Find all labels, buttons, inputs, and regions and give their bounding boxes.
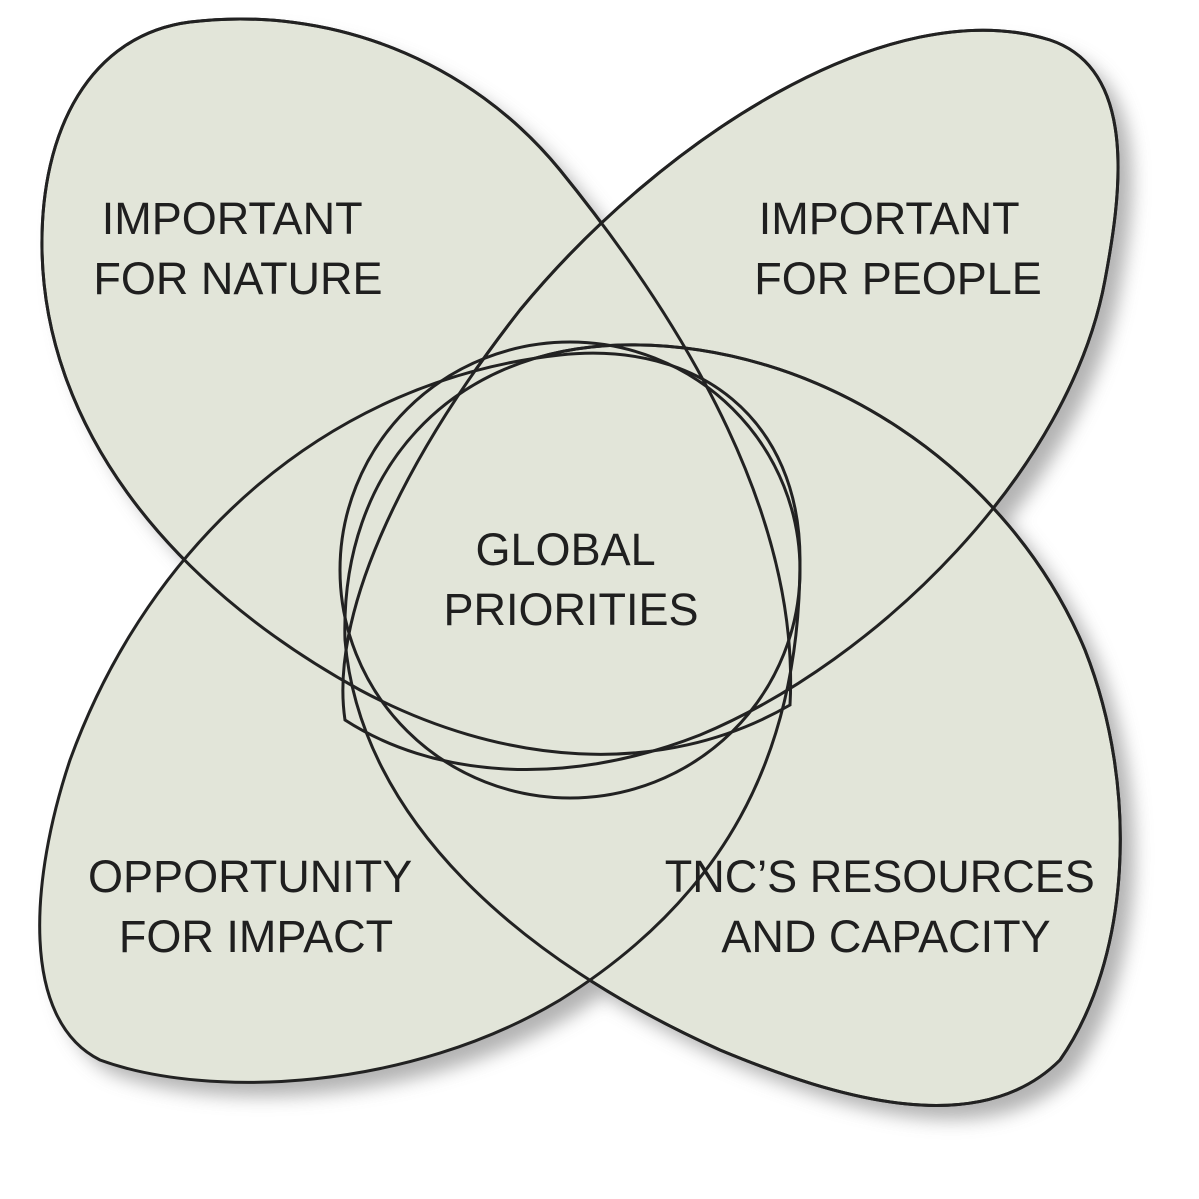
label-line: TNC’S RESOURCES [665,851,1095,902]
label-important-for-people: IMPORTANT FOR PEOPLE [754,193,1042,304]
label-important-for-nature: IMPORTANT FOR NATURE [93,193,382,304]
label-line: PRIORITIES [443,584,698,635]
label-line: GLOBAL [476,524,655,575]
label-line: IMPORTANT [759,193,1019,244]
label-line: OPPORTUNITY [88,851,412,902]
petal-outlines [40,17,1122,1107]
label-resources-and-capacity: TNC’S RESOURCES AND CAPACITY [665,851,1108,962]
center-circle [338,340,802,800]
label-line: FOR IMPACT [119,911,393,962]
label-line: FOR PEOPLE [754,253,1042,304]
label-line: IMPORTANT [102,193,362,244]
label-line: FOR NATURE [93,253,382,304]
label-global-priorities: GLOBAL PRIORITIES [443,524,698,635]
label-opportunity-for-impact: OPPORTUNITY FOR IMPACT [88,851,424,962]
label-line: AND CAPACITY [721,911,1050,962]
